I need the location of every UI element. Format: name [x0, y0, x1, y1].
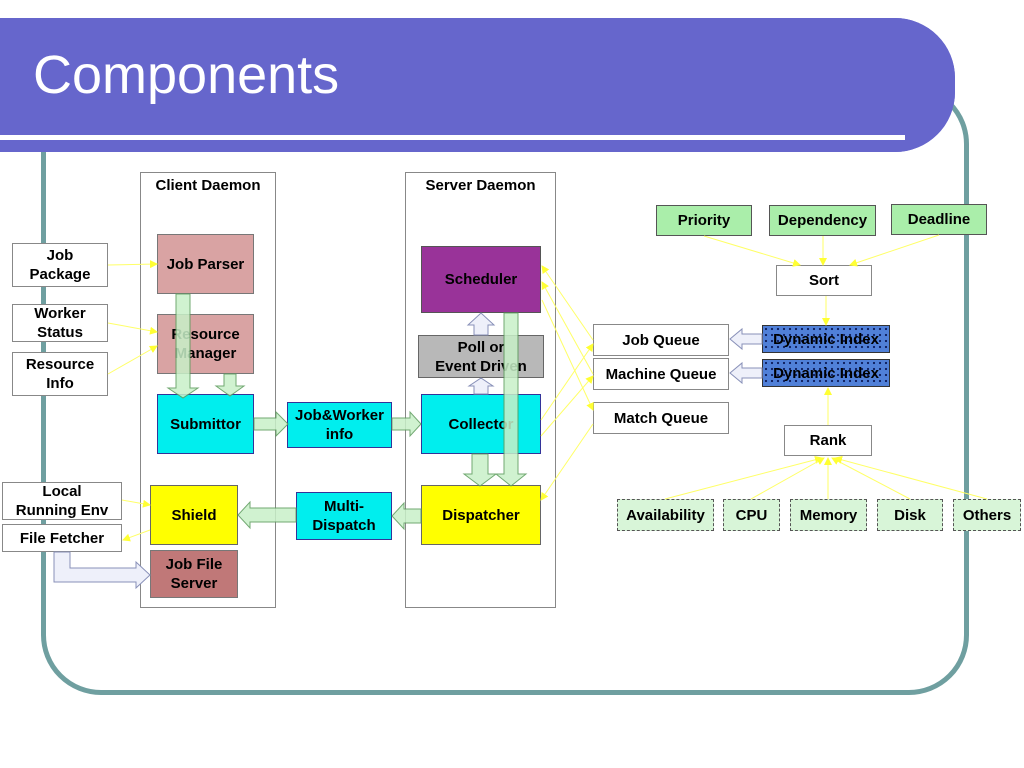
memory-box: Memory — [790, 499, 867, 531]
job-file-server-box: Job File Server — [150, 550, 238, 598]
worker-status-box: Worker Status — [12, 304, 108, 342]
collector-box: Collector — [421, 394, 541, 454]
dispatcher-box: Dispatcher — [421, 485, 541, 545]
client-daemon-label: Client Daemon — [155, 177, 261, 194]
file-fetcher-box: File Fetcher — [2, 524, 122, 552]
title-bar-overlay — [0, 18, 955, 152]
submittor-box: Submittor — [157, 394, 254, 454]
local-running-env-box: Local Running Env — [2, 482, 122, 520]
dynamic-index-machine-box: Dynamic Index — [762, 359, 890, 387]
disk-box: Disk — [877, 499, 943, 531]
ellipsis-label: …... — [90, 564, 116, 581]
scheduler-box: Scheduler — [421, 246, 541, 313]
dependency-box: Dependency — [769, 205, 876, 236]
resource-info-box: Resource Info — [12, 352, 108, 396]
deadline-box: Deadline — [891, 204, 987, 235]
availability-box: Availability — [617, 499, 714, 531]
job-queue-box: Job Queue — [593, 324, 729, 356]
cpu-box: CPU — [723, 499, 780, 531]
match-queue-box: Match Queue — [593, 402, 729, 434]
title-underline — [0, 135, 905, 140]
shield-box: Shield — [150, 485, 238, 545]
poll-or-event-driven-box: Poll or Event Driven — [418, 335, 544, 378]
rank-box: Rank — [784, 425, 872, 456]
resource-manager-box: Resource Manager — [157, 314, 254, 374]
server-daemon-label: Server Daemon — [425, 177, 536, 194]
others-box: Others — [953, 499, 1021, 531]
priority-box: Priority — [656, 205, 752, 236]
dynamic-index-job-box: Dynamic Index — [762, 325, 890, 353]
job-worker-info-box: Job&Worker info — [287, 402, 392, 448]
job-package-box: Job Package — [12, 243, 108, 287]
sort-box: Sort — [776, 265, 872, 296]
job-parser-box: Job Parser — [157, 234, 254, 294]
slide-title: Components — [33, 45, 340, 105]
multi-dispatch-box: Multi- Dispatch — [296, 492, 392, 540]
machine-queue-box: Machine Queue — [593, 358, 729, 390]
